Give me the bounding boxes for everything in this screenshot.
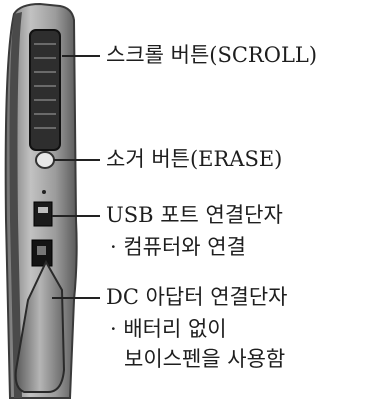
device-clip xyxy=(14,259,66,393)
device-edge xyxy=(9,12,22,398)
callout-usb-note: · 컴퓨터와 연결 xyxy=(110,235,246,259)
callout-erase-title: 소거 버튼(ERASE) xyxy=(106,147,283,171)
usb-port xyxy=(33,201,53,227)
callout-dc-title: DC 아답터 연결단자 xyxy=(106,285,288,309)
callout-usb-title: USB 포트 연결단자 xyxy=(106,203,283,227)
scroll-wheel-ridges xyxy=(34,43,56,129)
leader-lines xyxy=(52,55,100,299)
erase-button xyxy=(35,151,55,169)
callout-dc-note-2: 보이스펜을 사용함 xyxy=(124,347,286,371)
callout-scroll-title: 스크롤 버튼(SCROLL) xyxy=(106,43,318,67)
callout-dc-note-1: · 배터리 없이 xyxy=(110,317,227,341)
scroll-wheel xyxy=(29,29,61,151)
